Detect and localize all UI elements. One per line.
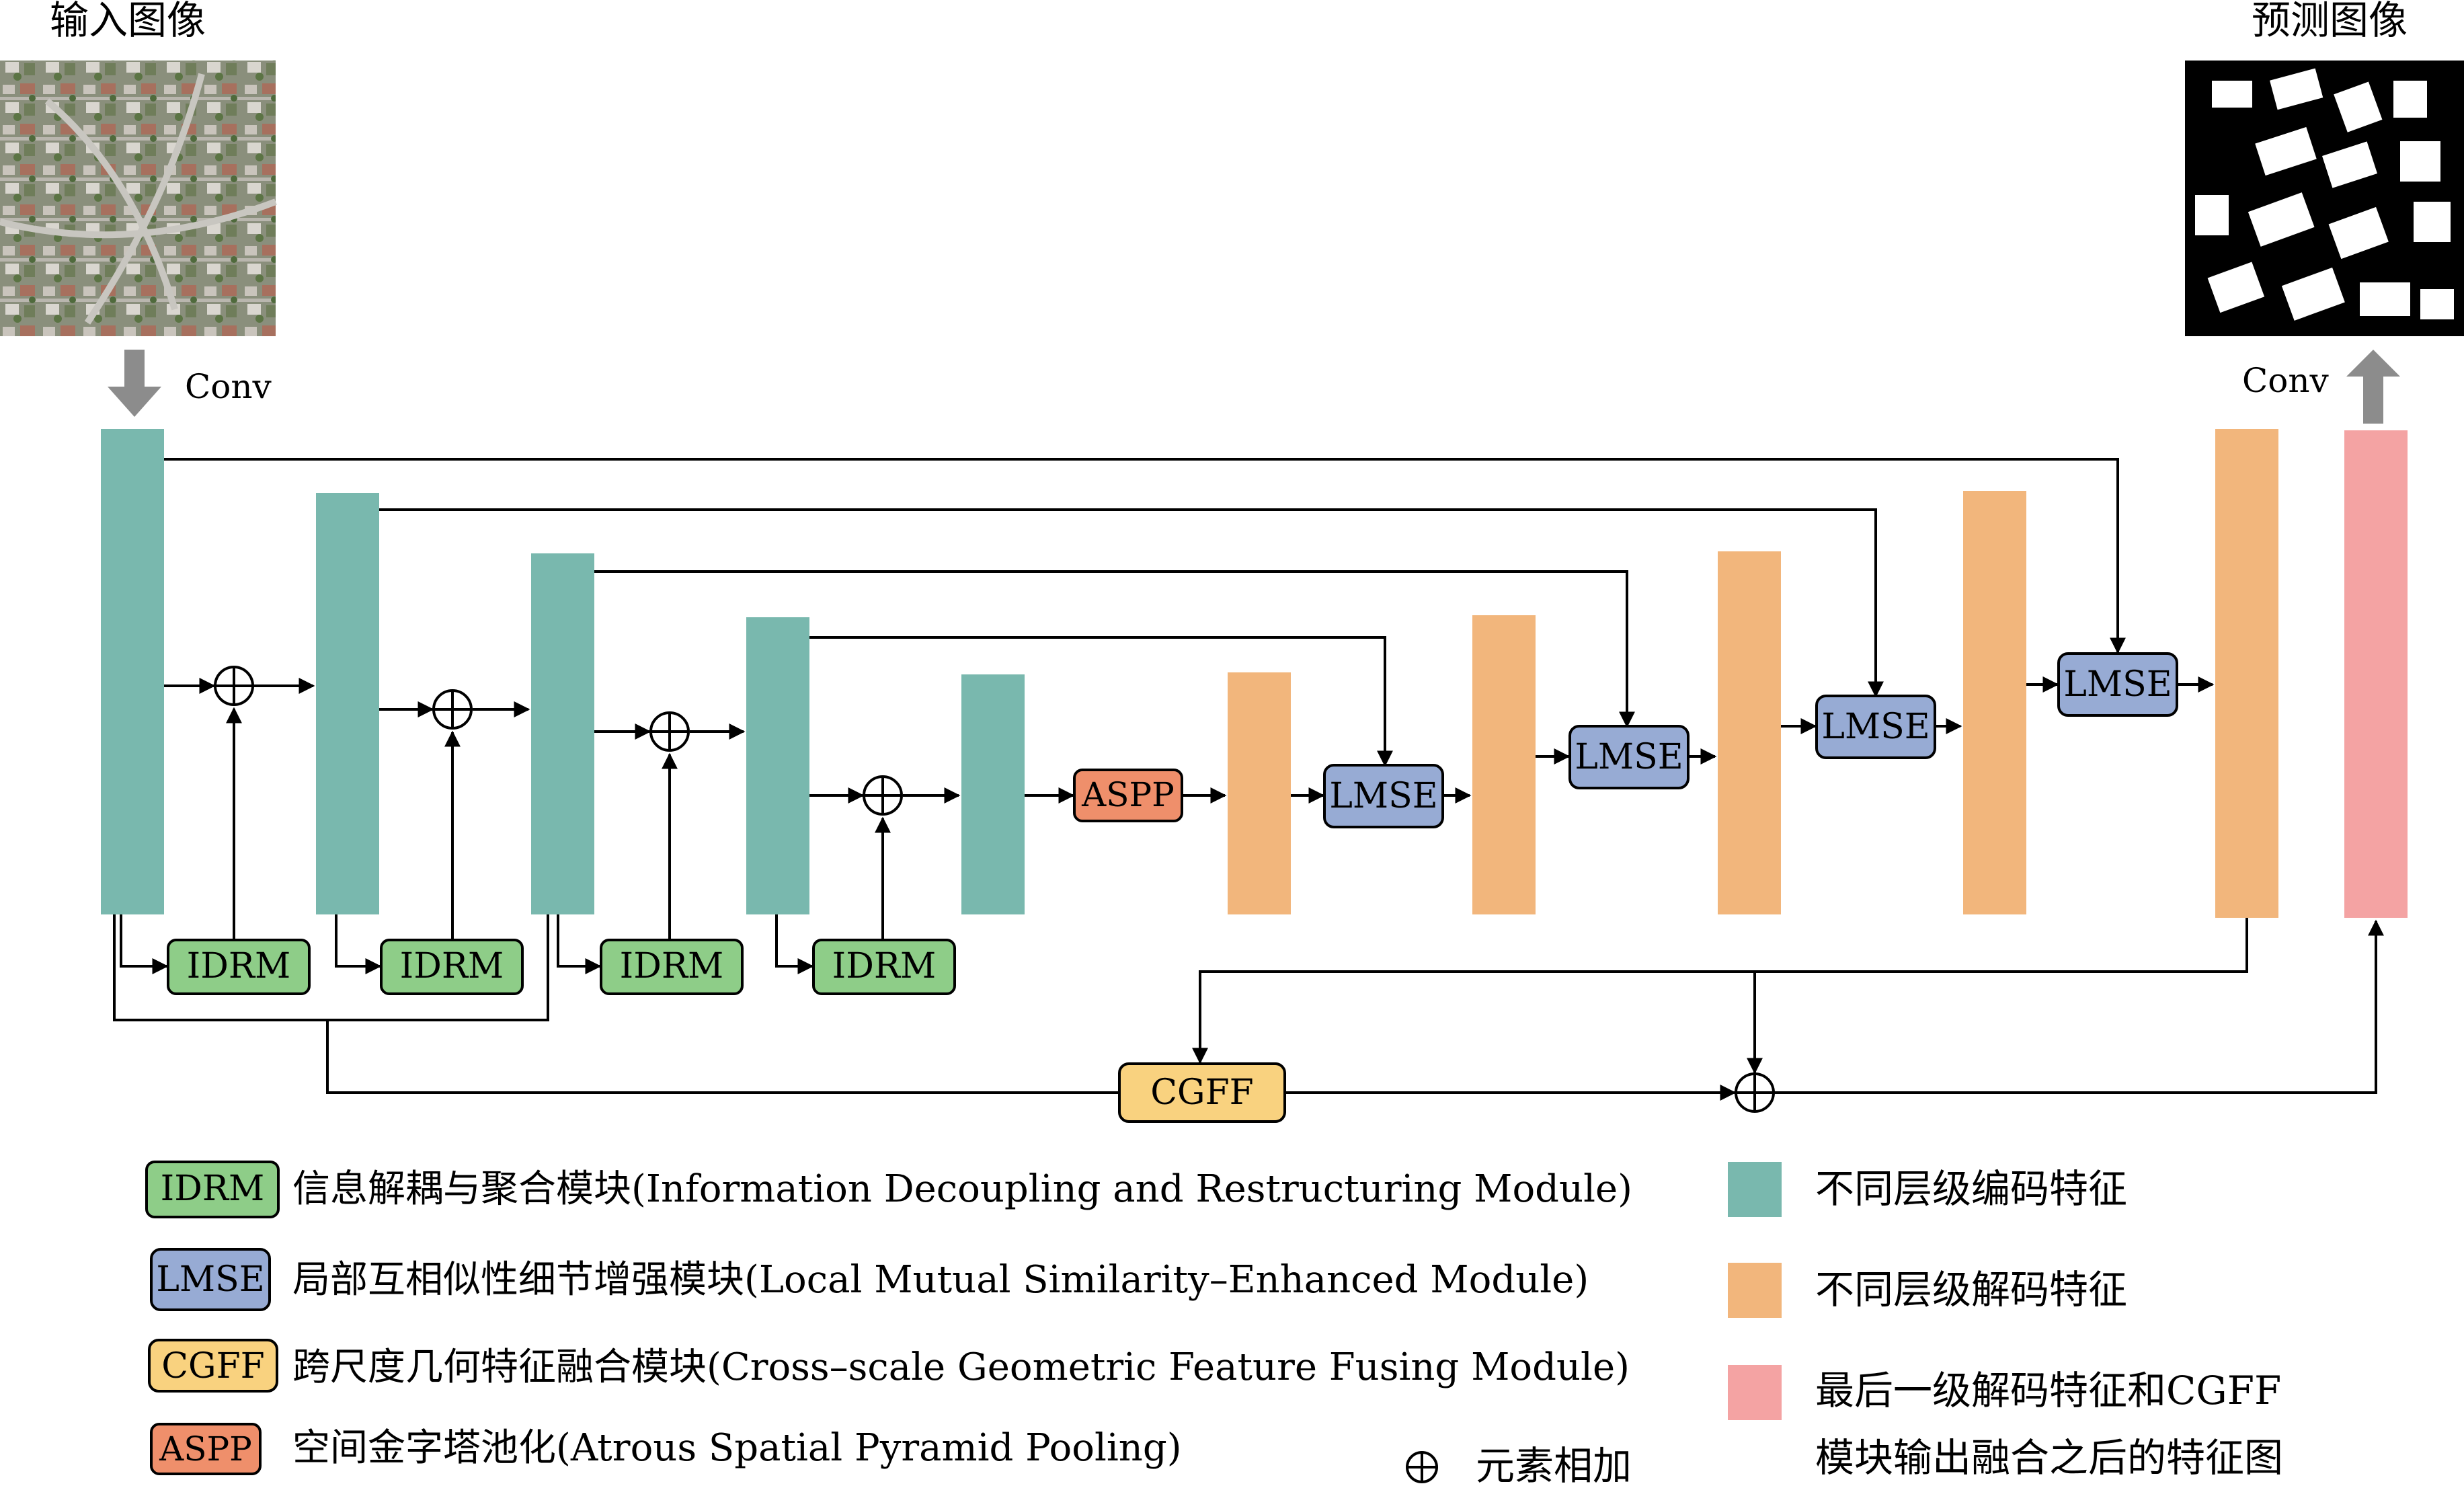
aspp-module: ASPP: [1073, 769, 1183, 822]
legend-aspp-desc: 空间金字塔池化(Atrous Spatial Pyramid Pooling): [292, 1426, 1182, 1470]
decoder-feature-4: [1963, 491, 2026, 914]
encoder-feature-3: [531, 553, 594, 914]
idrm-label: IDRM: [620, 946, 724, 986]
idrm-module-3: IDRM: [600, 939, 744, 995]
encoder-feature-5: [961, 674, 1025, 914]
idrm-module-2: IDRM: [380, 939, 524, 995]
idrm-label: IDRM: [187, 946, 291, 986]
final-fused-feature: [2344, 430, 2408, 918]
idrm-label: IDRM: [400, 946, 504, 986]
legend-cgff-tag: CGFF: [161, 1346, 265, 1386]
input-conv-arrow-head: [108, 387, 161, 417]
output-image-label: 预测图像: [2252, 0, 2408, 43]
legend-final-desc-line1: 最后一级解码特征和CGFF: [1815, 1368, 2281, 1413]
legend: IDRM 信息解耦与聚合模块(Information Decoupling an…: [145, 1161, 2283, 1488]
lmse-module-2: LMSE: [1568, 725, 1690, 789]
legend-lmse-tag: LMSE: [156, 1259, 264, 1300]
input-image-label: 输入图像: [50, 0, 206, 43]
decoder-feature-5: [2215, 429, 2278, 918]
input-conv-arrow-shaft: [124, 350, 145, 387]
output-conv-label: Conv: [2242, 361, 2330, 400]
decoder-feature-3: [1718, 551, 1781, 914]
cgff-module: CGFF: [1118, 1062, 1286, 1123]
encoder-feature-2: [316, 493, 379, 914]
legend-idrm-tag: IDRM: [161, 1169, 265, 1209]
input-image-roads: [0, 73, 277, 325]
lmse-module-3: LMSE: [1815, 695, 1936, 759]
legend-aspp-tag: ASPP: [159, 1430, 252, 1469]
legend-add-symbol: [1406, 1451, 1438, 1483]
idrm-module-1: IDRM: [167, 939, 311, 995]
legend-idrm-desc: 信息解耦与聚合模块(Information Decoupling and Res…: [292, 1167, 1632, 1211]
input-conv-label: Conv: [185, 367, 272, 406]
legend-final-swatch: [1728, 1365, 1782, 1420]
legend-decoder-swatch: [1728, 1263, 1782, 1318]
legend-decoder-desc: 不同层级解码特征: [1815, 1267, 2127, 1313]
legend-cgff-swatch: [148, 1339, 278, 1393]
legend-lmse-desc: 局部互相似性细节增强模块(Local Mutual Similarity–Enh…: [292, 1258, 1589, 1302]
lmse-module-1: LMSE: [1323, 764, 1444, 828]
idrm-module-4: IDRM: [812, 939, 956, 995]
lmse-label: LMSE: [1329, 776, 1437, 816]
legend-encoder-desc: 不同层级编码特征: [1815, 1166, 2127, 1212]
add-operator-crosses: [215, 667, 1774, 1111]
input-image: [0, 61, 276, 336]
decoder-feature-1: [1228, 672, 1291, 914]
legend-add-desc: 元素相加: [1476, 1443, 1632, 1488]
legend-idrm-swatch: [145, 1161, 280, 1218]
encoder-arrows: [120, 678, 961, 974]
output-mask-buildings: [2195, 68, 2454, 321]
decoder-feature-2: [1472, 615, 1536, 914]
decoder-arrows: [113, 458, 2384, 1101]
encoder-feature-1: [101, 429, 164, 914]
legend-aspp-swatch: [150, 1423, 262, 1475]
output-conv-arrow-head: [2346, 350, 2400, 377]
lmse-label: LMSE: [2063, 664, 2172, 705]
lmse-module-4: LMSE: [2057, 652, 2178, 717]
lmse-label: LMSE: [1575, 737, 1683, 777]
aspp-label: ASPP: [1081, 775, 1175, 814]
legend-final-desc-line2: 模块输出融合之后的特征图: [1815, 1435, 2283, 1481]
output-conv-arrow-shaft: [2363, 377, 2383, 424]
lmse-label: LMSE: [1821, 707, 1930, 747]
legend-encoder-swatch: [1728, 1162, 1782, 1217]
cgff-label: CGFF: [1150, 1072, 1254, 1113]
legend-lmse-swatch: [150, 1248, 271, 1311]
idrm-label: IDRM: [832, 946, 937, 986]
legend-cgff-desc: 跨尺度几何特征融合模块(Cross–scale Geometric Featur…: [292, 1345, 1630, 1389]
encoder-feature-4: [746, 617, 809, 914]
